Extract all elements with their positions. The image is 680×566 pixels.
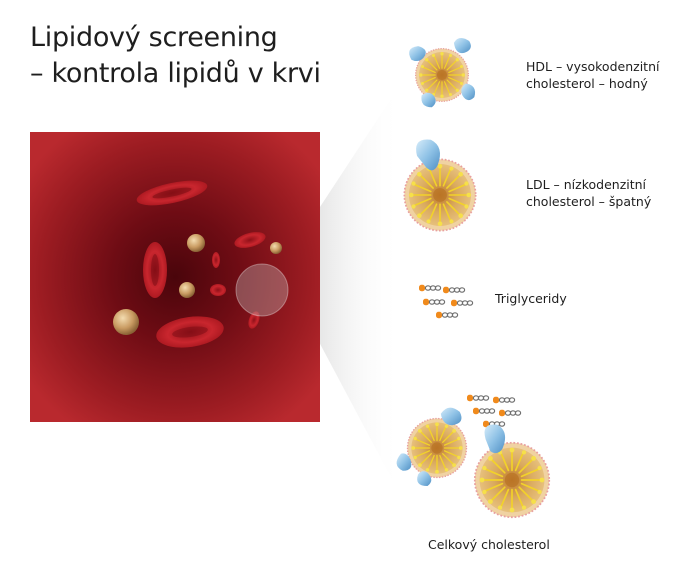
page-title: Lipidový screening – kontrola lipidů v k…	[30, 20, 321, 92]
title-line-1: Lipidový screening	[30, 22, 278, 53]
red-blood-cell	[248, 311, 260, 329]
ldl-label: LDL – nízkodenzitní cholesterol – špatný	[526, 176, 651, 210]
red-blood-cell	[210, 284, 226, 296]
ldl-label-line-2: cholesterol – špatný	[526, 194, 652, 209]
triglycerides-icon	[418, 284, 474, 319]
lipid-particle	[270, 242, 282, 254]
red-blood-cell	[156, 316, 224, 348]
hdl-label-line-2: cholesterol – hodný	[526, 76, 648, 91]
red-blood-cell	[212, 252, 220, 268]
red-blood-cell	[234, 232, 266, 248]
triglycerides-label: Triglyceridy	[495, 291, 567, 306]
hdl-particle-icon	[409, 37, 476, 108]
hdl-label: HDL – vysokodenzitní cholesterol – hodný	[526, 58, 659, 92]
hdl-label-line-1: HDL – vysokodenzitní	[526, 59, 660, 74]
ldl-label-line-1: LDL – nízkodenzitní	[526, 177, 647, 192]
lipid-particle	[179, 282, 195, 298]
lipid-particle	[187, 234, 205, 252]
total-cholesterol-icon	[396, 394, 551, 519]
red-blood-cell	[136, 180, 208, 206]
zoom-highlight-circle	[235, 263, 289, 317]
ldl-particle-icon	[403, 139, 477, 232]
red-blood-cell	[143, 242, 167, 298]
lipid-particle	[113, 309, 139, 335]
total-cholesterol-label: Celkový cholesterol	[428, 537, 550, 552]
blood-vessel-view	[30, 132, 320, 422]
title-line-2: – kontrola lipidů v krvi	[30, 58, 321, 89]
